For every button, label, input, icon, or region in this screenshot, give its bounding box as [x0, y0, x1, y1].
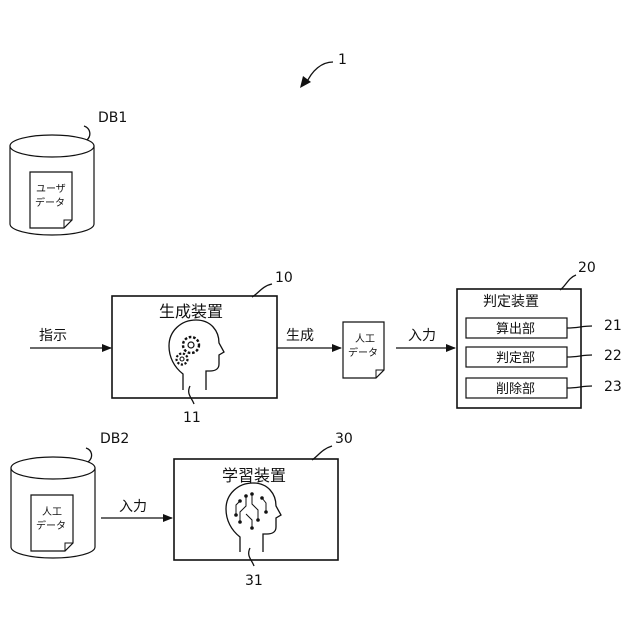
judge-title: 判定装置 — [483, 294, 539, 310]
judge-unit-delete: 削除部 23 — [466, 378, 622, 398]
learner-icon-ref: 31 — [245, 573, 263, 589]
db1-cylinder-top — [10, 135, 94, 157]
input-judge-label: 入力 — [408, 328, 436, 344]
delete-unit-label: 削除部 — [496, 382, 535, 397]
db2-database: DB2 人工 データ — [11, 431, 129, 558]
judge-unit-calc: 算出部 21 — [466, 318, 622, 338]
db2-leader — [86, 448, 92, 462]
input-learner-label: 入力 — [119, 499, 147, 515]
system-ref-label: 1 — [338, 52, 347, 68]
db1-doc-line1: ユーザ — [36, 183, 66, 195]
db1-leader — [84, 126, 90, 140]
db2-doc-line2: データ — [36, 519, 66, 532]
generate-arrow: 生成 — [277, 328, 341, 348]
system-ref-leader — [306, 62, 333, 84]
input-judge-arrow: 入力 — [396, 328, 455, 348]
judge-unit-judge: 判定部 22 — [466, 347, 622, 367]
artificial-data-line2: データ — [348, 346, 378, 359]
learner-title: 学習装置 — [222, 466, 286, 485]
generate-label: 生成 — [286, 328, 314, 344]
learner-ref-leader — [312, 446, 332, 460]
db2-doc-line1: 人工 — [42, 506, 62, 518]
generator-ref: 10 — [275, 270, 293, 286]
artificial-data-line1: 人工 — [355, 333, 375, 345]
db2-label: DB2 — [100, 431, 129, 447]
delete-unit-ref: 23 — [604, 379, 622, 395]
db1-label: DB1 — [98, 110, 127, 126]
calc-unit-label: 算出部 — [496, 322, 535, 337]
instruction-arrow: 指示 — [30, 328, 111, 348]
judge-ref: 20 — [578, 260, 596, 276]
db1-document-icon: ユーザ データ — [30, 172, 72, 228]
generator-icon-ref: 11 — [183, 410, 201, 426]
input-learner-arrow: 入力 — [101, 499, 172, 518]
judge-unit-ref: 22 — [604, 348, 622, 364]
judge-device: 判定装置 20 算出部 21 判定部 22 削除部 23 — [457, 260, 622, 408]
learner-ref: 30 — [335, 431, 353, 447]
db2-document-icon: 人工 データ — [31, 495, 73, 551]
judge-ref-leader — [560, 275, 576, 290]
generator-ref-leader — [252, 284, 272, 297]
generator-title: 生成装置 — [159, 302, 223, 321]
learner-device: 学習装置 30 31 — [174, 431, 353, 589]
system-reference: 1 — [300, 52, 347, 88]
db2-cylinder-top — [11, 457, 95, 479]
calc-unit-ref: 21 — [604, 318, 622, 334]
db1-doc-line2: データ — [35, 196, 65, 209]
db1-database: DB1 ユーザ データ — [10, 110, 127, 235]
generator-device: 生成装置 10 11 — [112, 270, 293, 426]
instruction-label: 指示 — [39, 328, 67, 344]
artificial-data-document: 人工 データ — [343, 322, 384, 378]
judge-unit-label: 判定部 — [496, 351, 535, 366]
